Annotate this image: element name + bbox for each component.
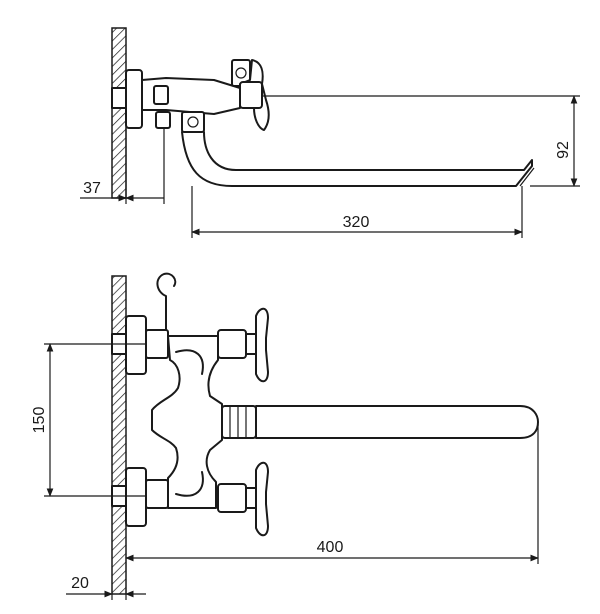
dim-spout-reach-front: 400 — [317, 539, 344, 556]
diverter-side — [155, 111, 171, 129]
dim-wall-offset-bottom: 20 — [71, 575, 89, 592]
side-view: 92 320 37 — [80, 27, 580, 238]
dim-spout-reach-top: 320 — [343, 214, 370, 231]
wall-hatch-top — [111, 27, 127, 199]
wall-hatch-bottom — [111, 275, 127, 595]
mixer-body-front — [151, 335, 223, 509]
dim-inlet-spacing: 150 — [31, 407, 48, 434]
lower-flange — [125, 467, 147, 527]
front-view: 150 400 20 — [31, 272, 539, 600]
spout-front — [255, 405, 539, 439]
wall-flange-top — [125, 69, 143, 129]
dim-wall-offset-top: 37 — [83, 180, 101, 197]
lower-handle — [255, 461, 269, 537]
spout-side — [181, 131, 533, 187]
upper-flange — [125, 315, 147, 375]
shower-hook — [156, 272, 177, 331]
spout-connector — [221, 405, 257, 439]
upper-handle — [255, 307, 269, 383]
dim-spout-height: 92 — [555, 141, 572, 159]
